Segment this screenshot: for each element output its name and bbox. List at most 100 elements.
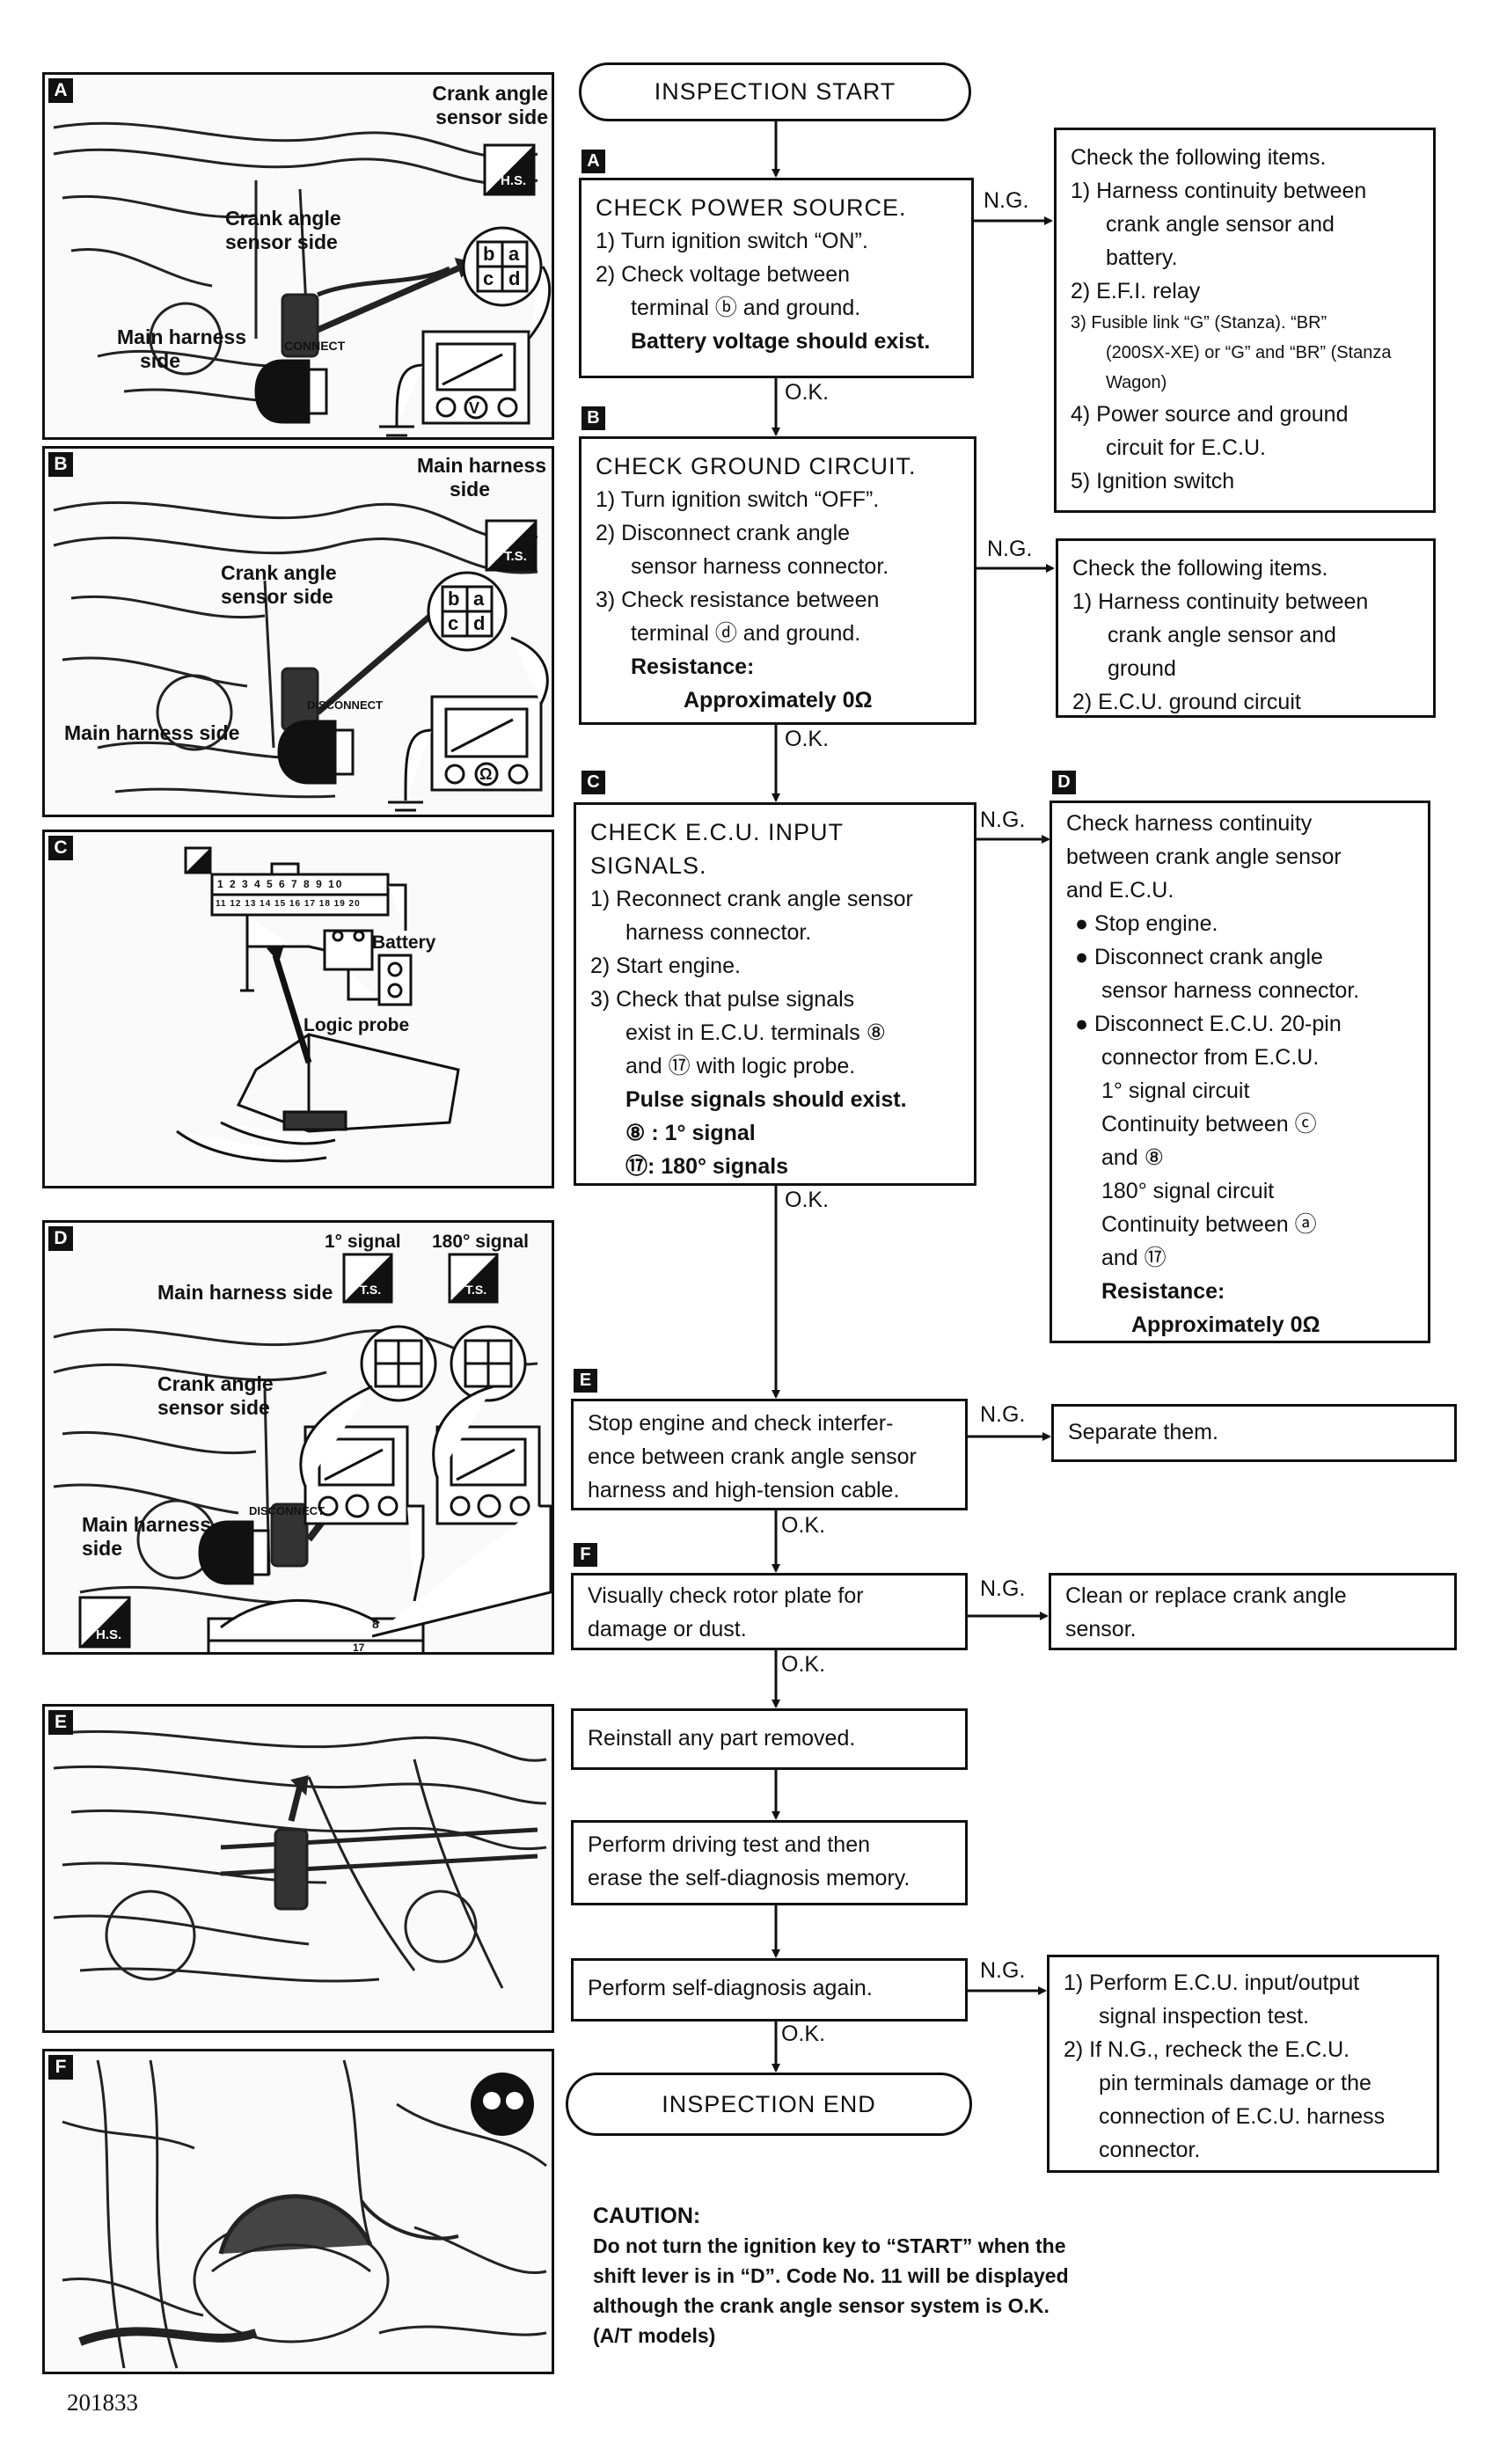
ng-a-line-2: crank angle sensor and — [1106, 212, 1335, 237]
figure-code: 201833 — [67, 2389, 138, 2416]
step-d-line-11: 180° signal circuit — [1101, 1179, 1275, 1203]
step-c-line-6: and ⑰ with logic probe. — [625, 1054, 856, 1078]
step-b-line-1: 1) Turn ignition switch “OFF”. — [596, 487, 880, 512]
illustration-panel-d: D 1° signal 180° signal Main harness sid… — [42, 1220, 554, 1655]
step-b-line-4: 3) Check resistance between — [596, 588, 880, 612]
meter-mode-ohm: Ω — [479, 765, 493, 783]
engine-sketch-f — [62, 2059, 547, 2369]
ecu-pin-17: 17 — [353, 1641, 365, 1654]
ng-b-line-1: 1) Harness continuity between — [1072, 589, 1369, 614]
ng-final-line-4: pin terminals damage or the — [1099, 2071, 1371, 2095]
inspection-end: INSPECTION END — [566, 2073, 972, 2136]
step-d-line-15: Approximately 0Ω — [1131, 1312, 1320, 1337]
step-c-line-4: 3) Check that pulse signals — [590, 987, 855, 1012]
panel-badge-e: E — [48, 1710, 73, 1735]
ng-b-line-3: ground — [1108, 656, 1176, 681]
ng-a-line-5: 3) Fusible link “G” (Stanza). “BR” — [1071, 313, 1327, 333]
step-label-b: B — [581, 406, 605, 430]
step-c-line-1: 1) Reconnect crank angle sensor — [590, 887, 913, 911]
step-d-line-1: between crank angle sensor — [1066, 844, 1342, 869]
ng-b-line-4: 2) E.C.U. ground circuit — [1072, 690, 1301, 714]
ng-a-line-9: circuit for E.C.U. — [1106, 435, 1266, 460]
step-d-line-2: and E.C.U. — [1066, 878, 1174, 903]
ng-final-line-6: connector. — [1099, 2138, 1201, 2162]
step-d-line-13: and ⑰ — [1101, 1246, 1167, 1270]
step-c-line-8: ⑧ : 1° signal — [625, 1121, 756, 1145]
ok-label-a: O.K. — [785, 380, 830, 405]
step-c-title-1: CHECK E.C.U. INPUT — [590, 819, 845, 845]
inspection-start: INSPECTION START — [579, 62, 971, 121]
step-c-line-5: exist in E.C.U. terminals ⑧ — [625, 1020, 887, 1045]
driving-test-line-2: erase the self-diagnosis memory. — [588, 1866, 911, 1890]
engine-sketch-d — [53, 1253, 552, 1652]
step-d-check-harness-continuity: Check harness continuity between crank a… — [1050, 801, 1430, 1343]
label-main-harness-side-b2: Main harness side — [64, 721, 240, 744]
self-diagnosis-again: Perform self-diagnosis again. — [571, 1958, 968, 2022]
step-d-line-8: 1° signal circuit — [1101, 1078, 1250, 1103]
ecu-sketch-c — [176, 846, 460, 1163]
step-d-line-3: ● Stop engine. — [1075, 911, 1218, 936]
step-b-line-2: 2) Disconnect crank angle — [596, 521, 851, 545]
step-b-line-6: Resistance: — [631, 654, 755, 679]
ng-b-check-items: Check the following items. 1) Harness co… — [1056, 538, 1436, 718]
ok-label-final: O.K. — [781, 2022, 826, 2046]
label-disconnect-b: DISCONNECT — [307, 698, 383, 712]
ecu-pins-bottom: 11 12 13 14 15 16 17 18 19 20 — [216, 899, 361, 909]
terminal-b: b — [483, 243, 495, 265]
step-d-line-14: Resistance: — [1101, 1279, 1225, 1304]
illustration-panel-f: F — [42, 2049, 554, 2374]
step-c-line-3: 2) Start engine. — [590, 954, 741, 978]
step-c-line-9: ⑰: 180° signals — [625, 1154, 789, 1179]
step-label-d: D — [1052, 771, 1076, 794]
ng-a-check-items: Check the following items. 1) Harness co… — [1054, 128, 1436, 513]
ng-f-line-1: Clean or replace crank angle — [1065, 1583, 1347, 1608]
ng-a-line-4: 2) E.F.I. relay — [1071, 279, 1201, 303]
caution-note: CAUTION: Do not turn the ignition key to… — [593, 2201, 1226, 2351]
step-f-check-rotor-plate: Visually check rotor plate for damage or… — [571, 1573, 968, 1650]
caution-line-3: although the crank angle sensor system i… — [593, 2294, 1050, 2317]
ng-b-line-0: Check the following items. — [1072, 556, 1328, 581]
step-d-line-7: connector from E.C.U. — [1101, 1045, 1320, 1070]
label-disconnect-d: DISCONNECT — [249, 1504, 325, 1517]
engine-sketch-e — [53, 1729, 547, 1989]
ng-label-a: N.G. — [984, 188, 1029, 213]
panel-badge-a: A — [48, 78, 73, 103]
step-d-line-6: ● Disconnect E.C.U. 20-pin — [1075, 1012, 1342, 1036]
step-a-line-4: Battery voltage should exist. — [631, 329, 931, 354]
step-e-line-1: Stop engine and check interfer- — [588, 1411, 894, 1436]
ng-b-line-2: crank angle sensor and — [1108, 623, 1336, 647]
ng-a-line-0: Check the following items. — [1071, 145, 1327, 170]
step-c-line-2: harness connector. — [625, 920, 812, 945]
ng-a-line-8: 4) Power source and ground — [1071, 402, 1349, 427]
panel-badge-f: F — [48, 2055, 73, 2080]
step-label-e: E — [574, 1369, 597, 1393]
tag-hs-d: H.S. — [96, 1627, 122, 1642]
ng-final-ecu-inspection: 1) Perform E.C.U. input/output signal in… — [1047, 1955, 1439, 2173]
step-d-line-9: Continuity between ⓒ — [1101, 1112, 1317, 1137]
step-d-line-0: Check harness continuity — [1066, 811, 1313, 836]
step-d-line-12: Continuity between ⓐ — [1101, 1212, 1317, 1237]
driving-test: Perform driving test and then erase the … — [571, 1820, 968, 1905]
ok-label-e: O.K. — [781, 1513, 826, 1538]
caution-line-1: Do not turn the ignition key to “START” … — [593, 2234, 1066, 2257]
step-b-line-5: terminal ⓓ and ground. — [631, 621, 861, 646]
step-e-line-2: ence between crank angle sensor — [588, 1444, 917, 1469]
ng-label-final: N.G. — [980, 1958, 1026, 1983]
meter-mode-v: V — [469, 399, 480, 417]
caution-title: CAUTION: — [593, 2204, 701, 2228]
step-d-line-10: and ⑧ — [1101, 1145, 1165, 1170]
terminal-c: c — [483, 267, 494, 289]
step-e-check-interference: Stop engine and check interfer- ence bet… — [571, 1399, 968, 1510]
reinstall-parts: Reinstall any part removed. — [571, 1708, 968, 1770]
ng-label-e: N.G. — [980, 1402, 1026, 1427]
terminal-d: d — [508, 267, 521, 289]
driving-test-line-1: Perform driving test and then — [588, 1832, 870, 1857]
terminal-a-b: a — [473, 588, 485, 610]
